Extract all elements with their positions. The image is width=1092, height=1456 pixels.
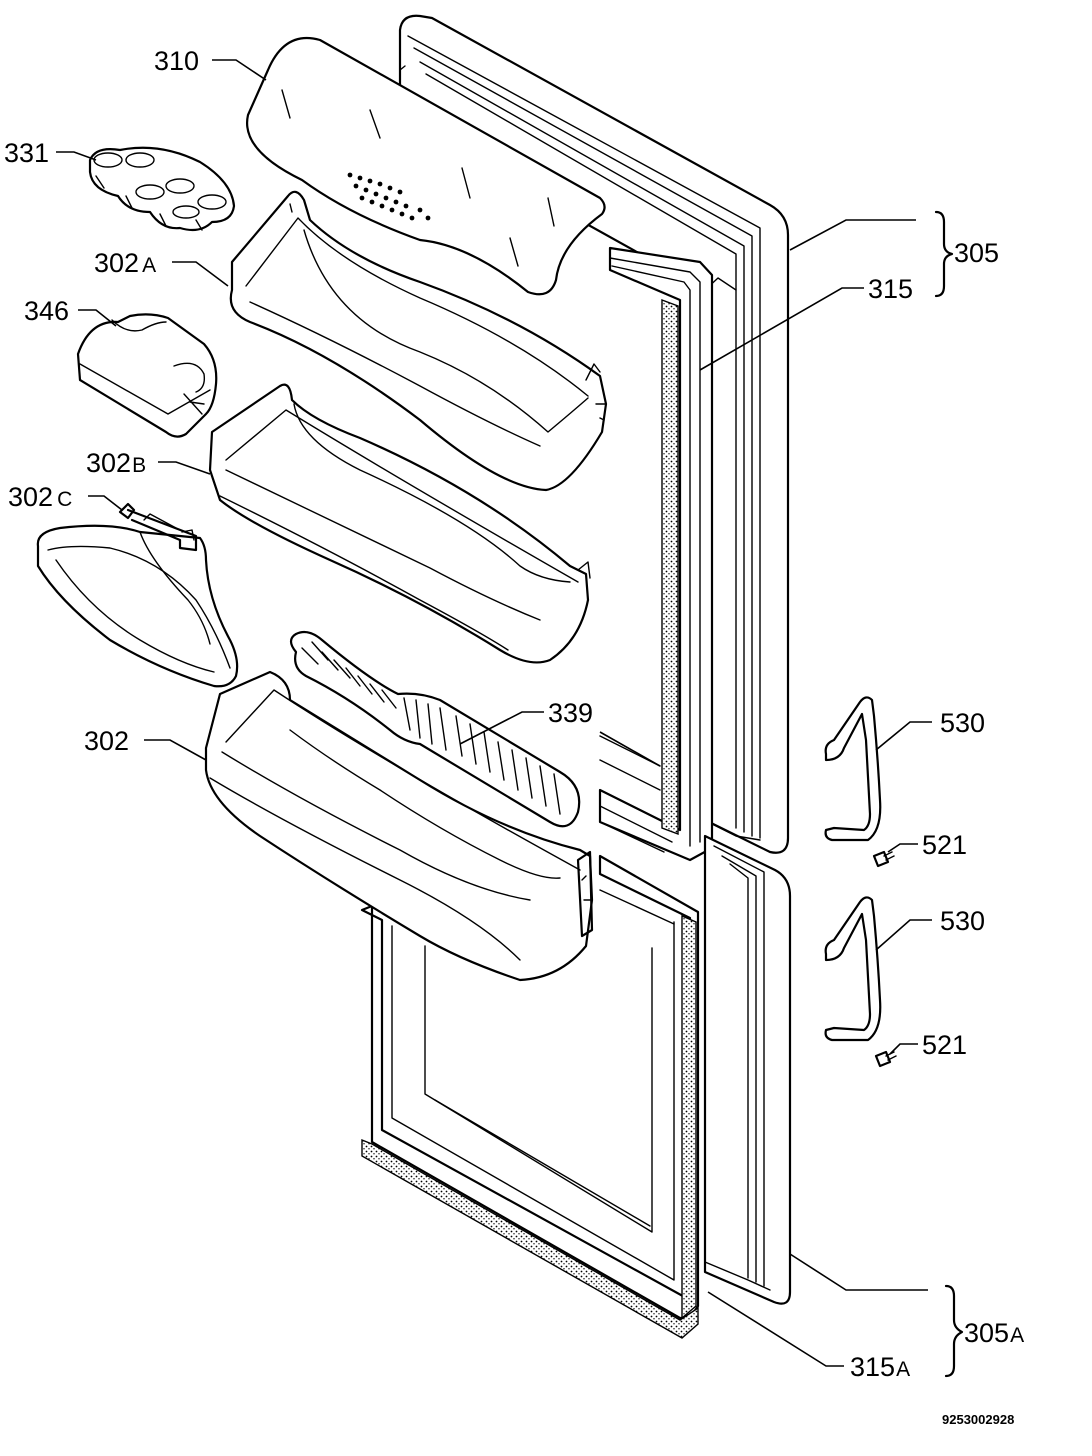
label-315a: 315A	[850, 1352, 910, 1382]
part-521-screw-lower	[874, 1050, 897, 1068]
part-521-screw-upper	[872, 850, 895, 868]
upper-door-panel	[398, 14, 790, 854]
label-530-lower: 530	[940, 906, 985, 936]
label-305: 305	[954, 238, 999, 268]
lower-door-panel	[703, 834, 792, 1305]
part-302-door-bin	[204, 670, 594, 982]
label-339: 339	[548, 698, 593, 728]
part-302c-small-bin	[36, 502, 239, 688]
part-530-handle-upper	[824, 696, 882, 842]
part-310-shelf-lid	[246, 36, 606, 296]
label-346: 346	[24, 296, 69, 326]
label-521-lower: 521	[922, 1030, 967, 1060]
label-530-upper: 530	[940, 708, 985, 738]
label-331: 331	[4, 138, 49, 168]
part-339-bottle-retainer	[289, 630, 581, 828]
part-302b-door-bin	[208, 383, 591, 664]
label-302b: 302B	[86, 448, 146, 478]
label-521-upper: 521	[922, 830, 967, 860]
label-315: 315	[868, 274, 913, 304]
label-305a: 305A	[964, 1318, 1024, 1348]
leader-lines	[56, 59, 964, 1378]
upper-door-gasket	[598, 246, 714, 862]
part-530-handle-lower	[824, 896, 882, 1042]
lower-door-gasket	[360, 854, 700, 1339]
part-302a-door-bin	[229, 190, 608, 492]
drawing-reference-number: 9253002928	[942, 1412, 1014, 1427]
part-331-egg-tray	[88, 146, 236, 232]
label-310: 310	[154, 46, 199, 76]
label-302: 302	[84, 726, 129, 756]
part-346-butter-dish	[76, 313, 218, 438]
